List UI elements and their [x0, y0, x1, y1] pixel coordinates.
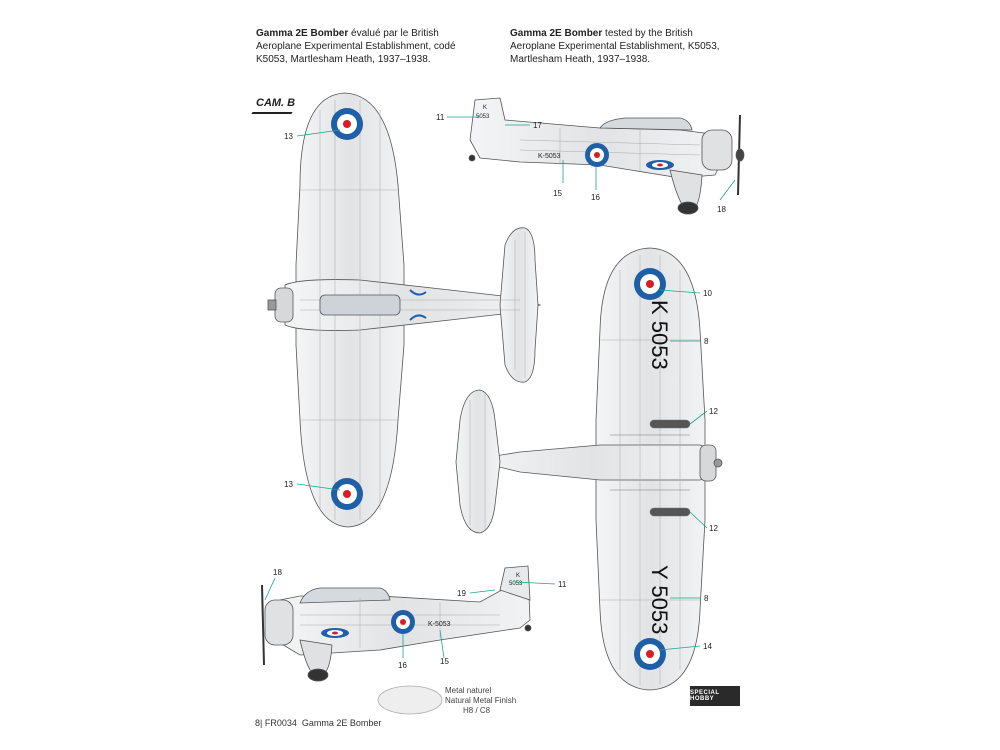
side-view-left: K-5053 K 5053	[261, 565, 532, 682]
caption-french-title: Gamma 2E Bomber	[256, 28, 349, 39]
callout-17: 17	[533, 121, 542, 130]
caption-english-line3: Martlesham Heath, 1937–1938.	[510, 54, 651, 65]
side-view-left-canopy	[299, 587, 391, 604]
callout-18-upper: 18	[717, 205, 726, 214]
footer-code: FR0034	[264, 718, 297, 728]
legend: Metal naturel Natural Metal Finish H8 / …	[445, 686, 516, 716]
footer-title: Gamma 2E Bomber	[301, 718, 382, 728]
callout-16-upper: 16	[591, 193, 600, 202]
top-view	[267, 92, 542, 528]
callout-10: 10	[703, 289, 712, 298]
side-view-right-canopy	[599, 117, 693, 131]
callout-13-upper: 13	[284, 132, 293, 141]
callout-12-upper: 12	[709, 407, 718, 416]
callout-12-lower: 12	[709, 524, 718, 533]
side-left-tail-k: K	[516, 573, 520, 579]
legend-codes: H8 / C8	[463, 706, 491, 715]
side-left-serial: K-5053	[428, 621, 451, 628]
callout-16-lower: 16	[398, 661, 407, 670]
bottom-view: K 5053 Y 5053	[455, 247, 723, 691]
side-right-tail-k: K	[483, 105, 487, 111]
bottom-view-tailplane	[455, 389, 501, 534]
top-view-tailplane	[499, 227, 539, 383]
caption-english: Gamma 2E Bomber tested by the British Ae…	[510, 27, 750, 66]
bottom-view-fuselage	[469, 444, 716, 481]
side-right-tail-serial: 5053	[476, 114, 490, 120]
callout-15-upper: 15	[553, 189, 562, 198]
side-left-tail-serial: 5053	[509, 581, 523, 587]
legend-french: Metal naturel	[445, 686, 492, 695]
brand-logo: SPECIAL HOBBY	[690, 686, 740, 706]
bottom-wing-serial-lower: Y 5053	[647, 565, 672, 634]
side-view-right: K-5053 K 5053	[468, 97, 745, 215]
callout-8-upper: 8	[704, 337, 709, 346]
caption-french-line3: K5053, Martlesham Heath, 1937–1938.	[256, 54, 431, 65]
callout-15-lower: 15	[440, 657, 449, 666]
legend-english: Natural Metal Finish	[445, 696, 517, 705]
callout-14: 14	[703, 642, 712, 651]
caption-french-line2: Aeroplane Experimental Establishment, co…	[256, 41, 456, 52]
caption-french-line1: évalué par le British	[348, 28, 439, 39]
caption-english-title: Gamma 2E Bomber	[510, 28, 603, 39]
callout-19: 19	[457, 589, 466, 598]
callout-18-lower: 18	[273, 568, 282, 577]
camouflage-label: CAM. B	[256, 97, 296, 109]
callout-lines	[264, 116, 736, 659]
callout-13-lower: 13	[284, 480, 293, 489]
bottom-wing-serial-upper: K 5053	[647, 300, 672, 370]
footer: 8| FR0034 Gamma 2E Bomber	[255, 718, 381, 728]
footer-page: 8|	[255, 718, 263, 728]
legend-swatch	[377, 685, 443, 715]
caption-french: Gamma 2E Bomber évalué par le British Ae…	[256, 27, 496, 66]
callout-11-lower: 11	[558, 580, 567, 589]
caption-english-line1: tested by the British	[602, 28, 693, 39]
callout-numbers: 13 13 11 17 15 16 18 10 8 12 12 8 14 18 …	[273, 113, 726, 670]
callout-11-upper: 11	[436, 113, 445, 122]
callout-8-lower: 8	[704, 594, 709, 603]
caption-english-line2: Aeroplane Experimental Establishment, K5…	[510, 41, 720, 52]
side-right-serial: K-5053	[538, 153, 561, 160]
